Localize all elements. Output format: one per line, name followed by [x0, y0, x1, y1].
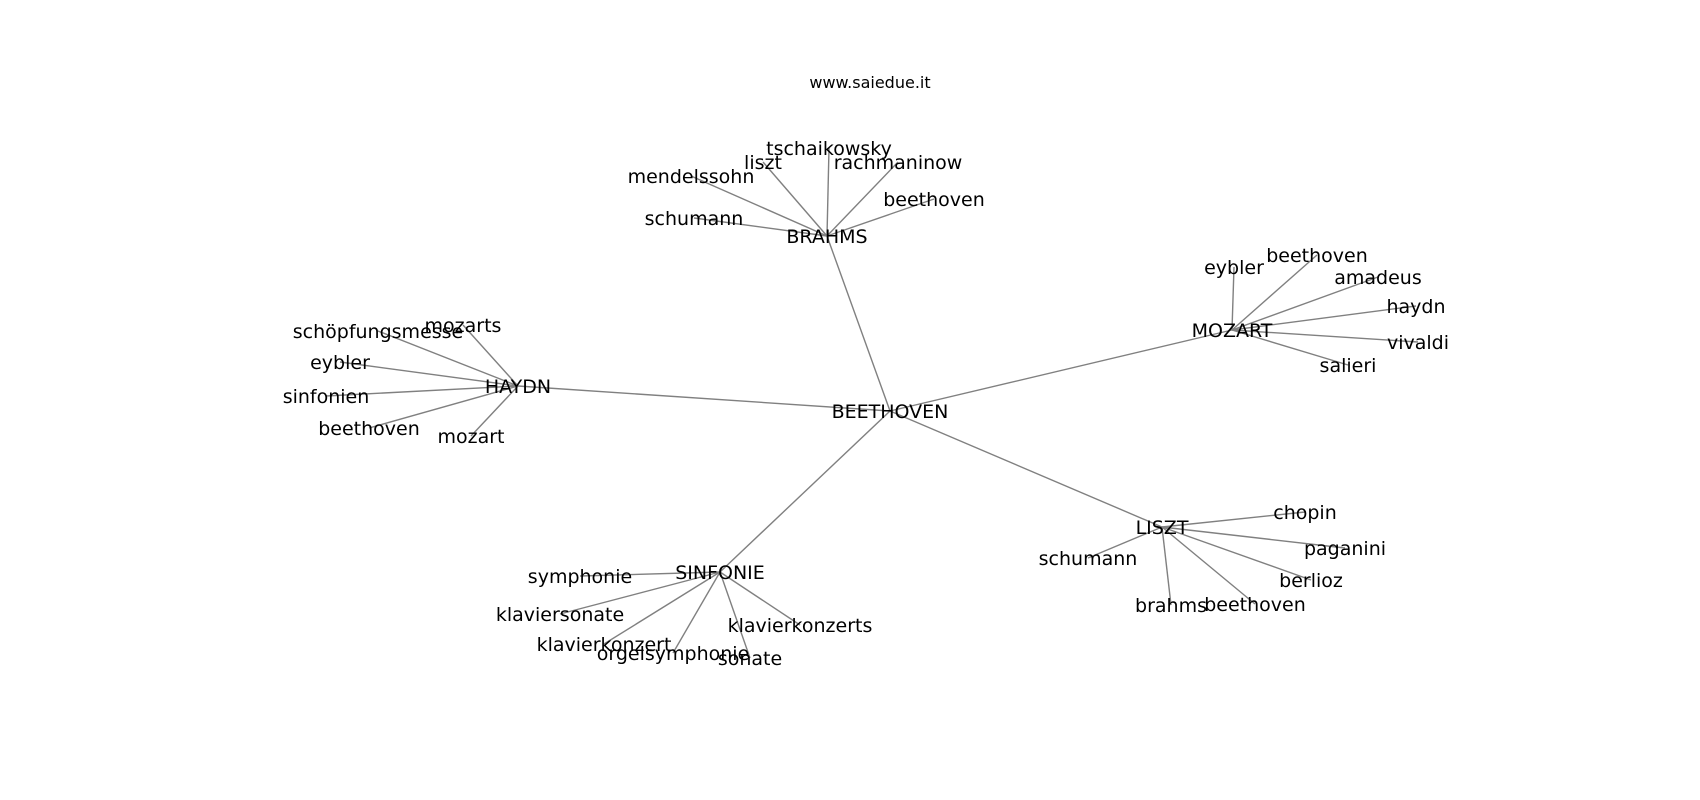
node-liszt-schumann: schumann	[1039, 548, 1138, 570]
node-brahms-beethoven: beethoven	[883, 189, 985, 211]
edge-brahms-brahms-liszt	[762, 161, 828, 237]
node-brahms-schumann: schumann	[645, 208, 744, 230]
diagram-caption: www.saiedue.it	[809, 73, 930, 92]
node-brahms-rachmaninow: rachmaninow	[834, 152, 963, 174]
node-liszt: LISZT	[1136, 517, 1189, 539]
edge-haydn-haydn-mozarts	[462, 324, 519, 387]
edge-beethoven-sinfonie	[719, 410, 891, 573]
node-brahms-mendelssohn: mendelssohn	[628, 166, 755, 188]
node-haydn-mozarts: mozarts	[425, 315, 502, 337]
node-brahms-liszt: liszt	[744, 152, 782, 174]
node-beethoven: BEETHOVEN	[832, 401, 949, 423]
node-liszt-brahms: brahms	[1135, 595, 1207, 617]
edge-brahms-brahms-schumann	[693, 217, 828, 237]
edge-haydn-haydn-beethoven	[368, 385, 519, 429]
node-sinfonie-klavierkonzert: klavierkonzert	[537, 634, 672, 656]
edge-mozart-mozart-beethoven	[1231, 254, 1318, 331]
edge-liszt-liszt-chopin	[1161, 511, 1306, 528]
edge-haydn-haydn-sinfonien	[325, 385, 519, 397]
node-mozart-vivaldi: vivaldi	[1387, 332, 1449, 354]
edge-beethoven-liszt	[889, 410, 1163, 528]
edge-beethoven-haydn	[517, 385, 891, 412]
edge-mozart-mozart-salieri	[1231, 329, 1349, 366]
edge-beethoven-brahms	[826, 235, 891, 412]
node-haydn-mozart: mozart	[437, 426, 504, 448]
node-haydn-eybler: eybler	[310, 352, 370, 374]
edge-haydn-haydn-schoepfungsmesse	[377, 330, 519, 387]
node-sinfonie-klavierkonzerts: klavierkonzerts	[728, 615, 873, 637]
edge-brahms-brahms-beethoven	[826, 198, 935, 237]
node-haydn-schoepfungsmesse: schöpfungsmesse	[293, 321, 464, 343]
edge-layer	[325, 147, 1419, 659]
edge-haydn-haydn-mozart	[470, 385, 519, 437]
edge-sinfonie-sinfonie-klavierkonzerts	[719, 571, 801, 626]
edge-liszt-liszt-brahms	[1161, 526, 1172, 606]
edge-mozart-mozart-haydn	[1231, 305, 1417, 331]
edge-liszt-liszt-berlioz	[1161, 526, 1312, 581]
node-sinfonie-klaviersonate: klaviersonate	[496, 604, 624, 626]
edge-brahms-brahms-tschaikowsky	[826, 147, 830, 237]
node-haydn-beethoven: beethoven	[318, 418, 420, 440]
edge-sinfonie-sinfonie-symphonie	[579, 571, 721, 577]
edge-sinfonie-sinfonie-klaviersonate	[559, 571, 721, 615]
node-brahms: BRAHMS	[786, 226, 867, 248]
node-liszt-berlioz: berlioz	[1279, 570, 1343, 592]
node-mozart: MOZART	[1192, 320, 1273, 342]
node-mozart-haydn: haydn	[1386, 296, 1445, 318]
edge-liszt-liszt-schumann	[1087, 526, 1163, 559]
node-liszt-beethoven: beethoven	[1204, 594, 1306, 616]
node-brahms-tschaikowsky: tschaikowsky	[766, 138, 892, 160]
node-sinfonie-orgelsymphonie: orgelsymphonie	[597, 643, 750, 665]
edge-sinfonie-sinfonie-klavierkonzert	[603, 571, 721, 645]
edge-mozart-mozart-amadeus	[1231, 276, 1379, 331]
node-mozart-beethoven: beethoven	[1266, 245, 1368, 267]
node-haydn-sinfonien: sinfonien	[283, 386, 370, 408]
edge-liszt-liszt-beethoven	[1161, 526, 1256, 605]
label-layer: BEETHOVEN BRAHMS MOZART HAYDN LISZT SINFONIE t…	[283, 138, 1449, 670]
edge-mozart-mozart-eybler	[1231, 266, 1235, 331]
node-liszt-chopin: chopin	[1273, 502, 1337, 524]
node-haydn: HAYDN	[485, 376, 551, 398]
node-mozart-salieri: salieri	[1320, 355, 1377, 377]
node-mozart-eybler: eybler	[1204, 257, 1264, 279]
edge-sinfonie-sinfonie-orgelsymphonie	[672, 571, 721, 654]
node-mozart-amadeus: amadeus	[1334, 267, 1422, 289]
edge-brahms-brahms-rachmaninow	[826, 161, 899, 237]
edge-haydn-haydn-eybler	[339, 361, 519, 387]
edge-sinfonie-sinfonie-sonate	[719, 571, 751, 659]
edge-brahms-brahms-mendelssohn	[690, 175, 828, 237]
node-liszt-paganini: paganini	[1304, 538, 1386, 560]
edge-liszt-liszt-paganini	[1161, 526, 1346, 549]
edge-beethoven-mozart	[889, 329, 1233, 412]
node-sinfonie-sonate: sonate	[718, 648, 782, 670]
node-sinfonie: SINFONIE	[675, 562, 765, 584]
edge-mozart-mozart-vivaldi	[1231, 329, 1419, 343]
node-sinfonie-symphonie: symphonie	[528, 566, 632, 588]
